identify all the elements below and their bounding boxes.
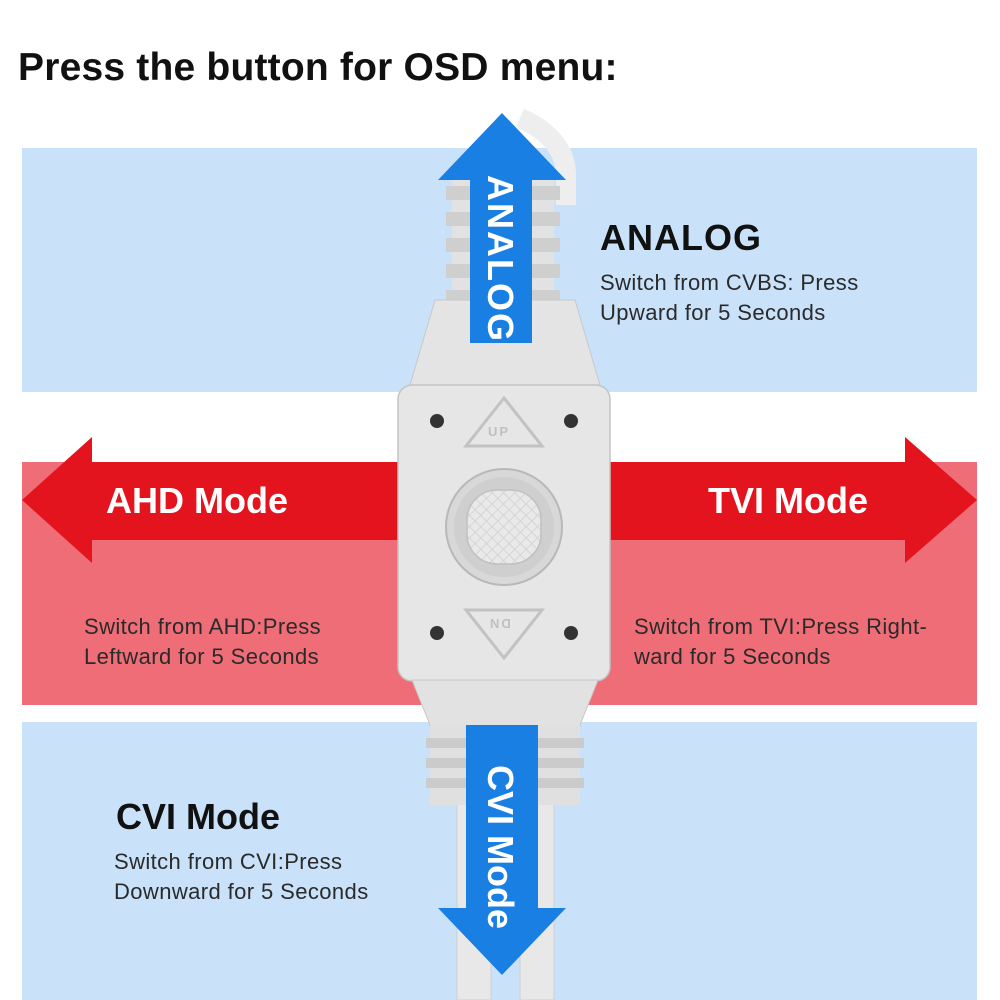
cvi-arrow-label: CVI Mode <box>480 764 521 929</box>
page-title: Press the button for OSD menu: <box>18 46 618 89</box>
cvi-title: CVI Mode <box>116 796 281 837</box>
tvi-description: Switch from TVI:Press Right- ward for 5 … <box>634 614 928 669</box>
down-arrow <box>438 725 566 975</box>
ahd-description: Switch from AHD:Press Leftward for 5 Sec… <box>84 614 322 669</box>
screw-hole <box>430 626 444 640</box>
screw-hole <box>564 626 578 640</box>
ahd-arrow-label: AHD Mode <box>106 480 288 521</box>
osd-button-cap <box>466 489 542 565</box>
down-marking: DN <box>488 616 511 631</box>
analog-arrow-label: ANALOG <box>480 175 521 343</box>
screw-hole <box>430 414 444 428</box>
screw-hole <box>564 414 578 428</box>
analog-title: ANALOG <box>600 217 762 258</box>
cable-top <box>515 108 576 205</box>
tvi-arrow-label: TVI Mode <box>708 480 868 521</box>
analog-description: Switch from CVBS: Press Upward for 5 Sec… <box>600 270 859 325</box>
up-arrow <box>438 113 566 343</box>
up-marking: UP <box>488 424 511 439</box>
cvi-description: Switch from CVI:Press Downward for 5 Sec… <box>114 849 369 904</box>
